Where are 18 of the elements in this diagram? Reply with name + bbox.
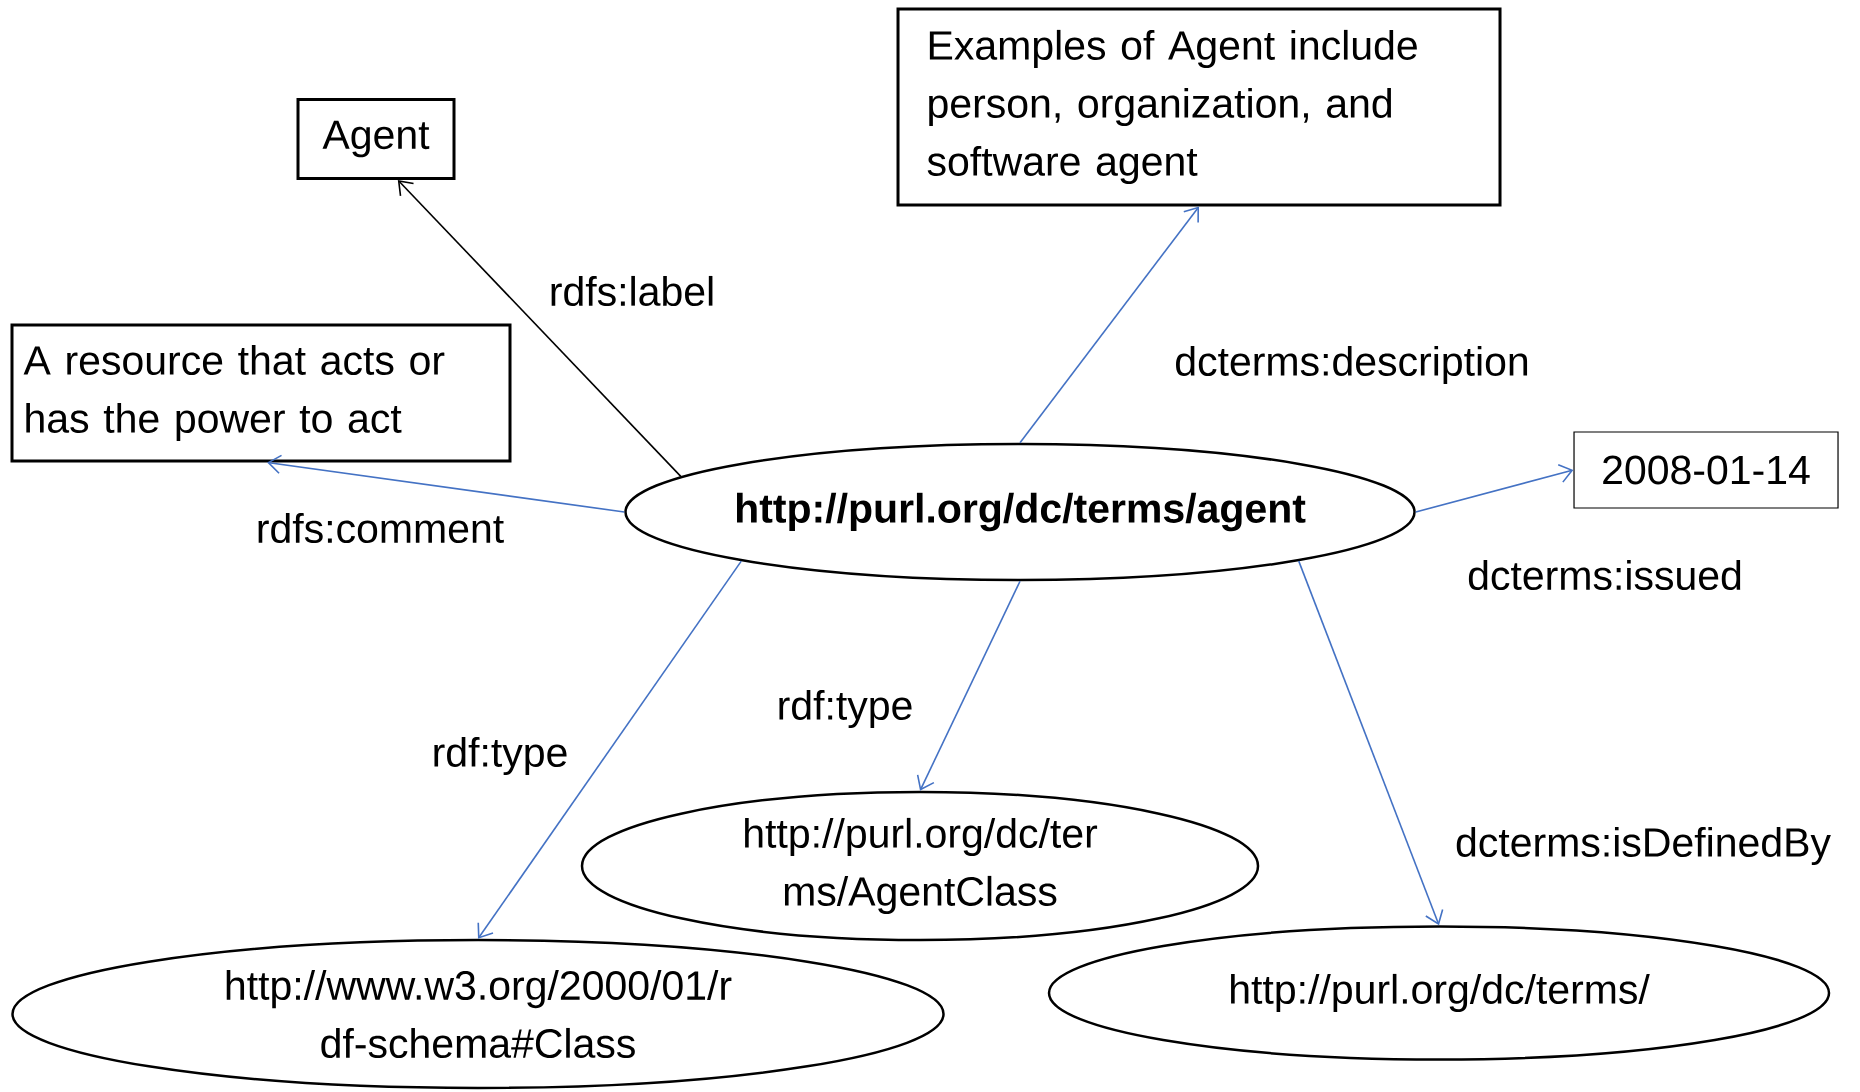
edge-label: dcterms:issued: [1465, 557, 1745, 593]
literal-box: Agent: [296, 98, 456, 180]
arrow: [397, 180, 682, 478]
edge-label: dcterms:description: [1172, 343, 1532, 387]
literal-box: Examples of Agent include person, organization, and software agent: [896, 7, 1502, 207]
edge-label: dcterms:isDefinedBy: [1453, 824, 1833, 868]
arrow: [1414, 463, 1574, 513]
edge-label: rdf:type: [774, 687, 916, 731]
literal-box: A resource that acts or has the power to act: [10, 323, 512, 463]
edge-label: rdfs:comment: [253, 510, 507, 546]
literal-box: 2008-01-14: [1573, 431, 1839, 509]
arrow: [267, 454, 626, 513]
arrow: [916, 580, 1021, 791]
arrow: [1019, 206, 1199, 444]
edge-label: rdfs:label: [546, 273, 718, 309]
arrow: [1297, 560, 1444, 926]
arrow: [477, 560, 743, 939]
edge-label: rdf:type: [429, 734, 571, 778]
